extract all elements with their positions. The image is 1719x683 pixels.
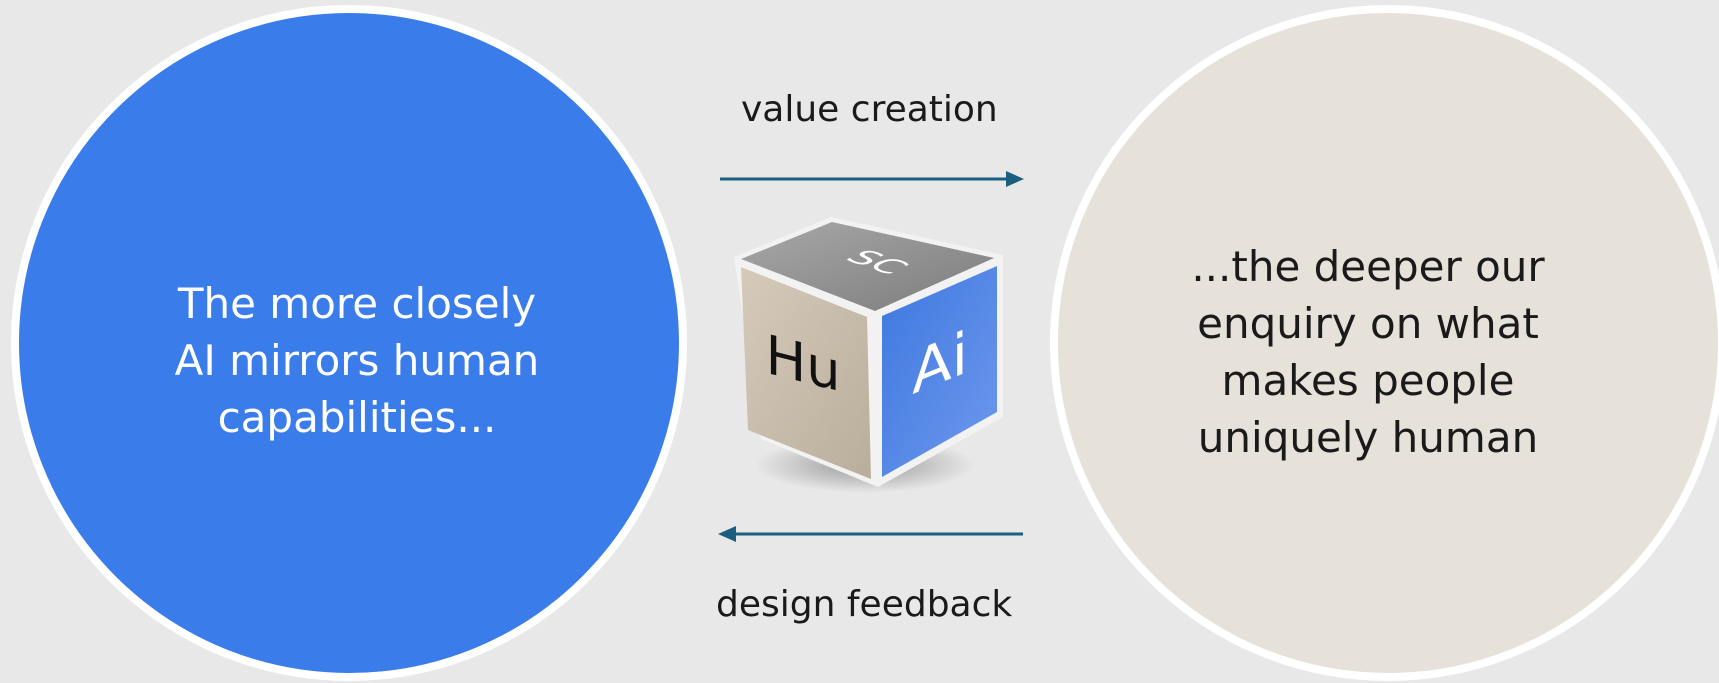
left-circle: The more closely AI mirrors human capabi… bbox=[11, 5, 687, 681]
left-arrow bbox=[718, 526, 1023, 542]
right-circle-line-2: enquiry on what bbox=[1197, 299, 1539, 348]
right-arrow bbox=[720, 171, 1024, 187]
left-circle-line-3: capabilities... bbox=[217, 393, 497, 442]
value-creation-label: value creation bbox=[741, 89, 998, 130]
left-circle-line-1: The more closely bbox=[177, 279, 537, 328]
left-circle-text: The more closely AI mirrors human capabi… bbox=[19, 275, 695, 446]
left-circle-line-2: AI mirrors human bbox=[174, 336, 540, 385]
design-feedback-label: design feedback bbox=[716, 584, 1013, 625]
right-circle-line-3: makes people bbox=[1221, 356, 1515, 405]
right-circle-line-4: uniquely human bbox=[1197, 413, 1539, 462]
right-circle: ...the deeper our enquiry on what makes … bbox=[1050, 5, 1719, 681]
right-circle-text: ...the deeper our enquiry on what makes … bbox=[1058, 238, 1678, 466]
right-circle-line-1: ...the deeper our bbox=[1191, 242, 1545, 291]
hu-ai-sc-cube-icon: SC Hu Ai bbox=[734, 217, 1003, 493]
